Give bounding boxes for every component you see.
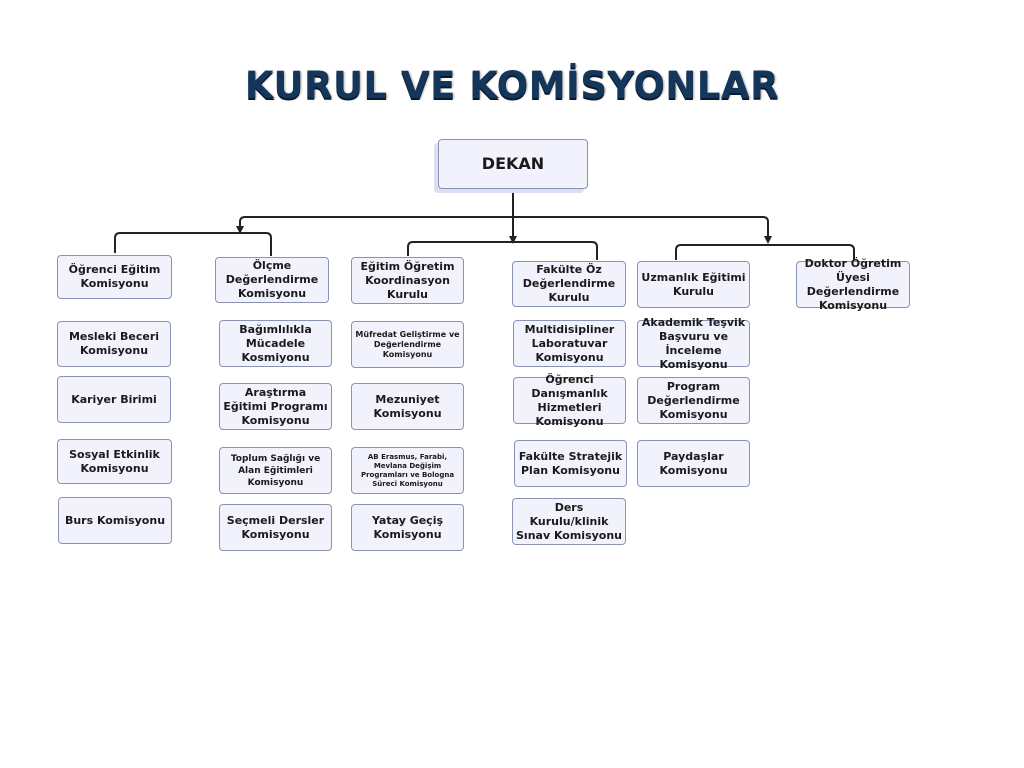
col1-item-3: Sosyal Etkinlik Komisyonu — [57, 439, 172, 484]
col5-item-1: Akademik Teşvik Başvuru ve İnceleme Komi… — [637, 316, 750, 371]
col6-head-box: Doktor Öğretim Üyesi Değerlendirme Komis… — [796, 257, 910, 312]
col2-item-1: Bağımlılıkla Mücadele Kosmiyonu — [219, 320, 332, 367]
dekan-box: DEKAN — [438, 139, 588, 189]
col3-item-4: Yatay Geçiş Komisyonu — [351, 504, 464, 551]
col2-item-3: Toplum Sağlığı ve Alan Eğitimleri Komisy… — [219, 447, 332, 494]
col4-item-3: Fakülte Stratejik Plan Komisyonu — [514, 440, 627, 487]
page-title: KURUL VE KOMİSYONLAR — [244, 64, 780, 107]
col4-item-2: Öğrenci Danışmanlık Hizmetleri Komisyonu — [513, 373, 626, 428]
col1-item-1: Mesleki Beceri Komisyonu — [57, 321, 171, 367]
col2-item-2: Araştırma Eğitimi Programı Komisyonu — [219, 383, 332, 430]
col5-item-2: Program Değerlendirme Komisyonu — [637, 377, 750, 424]
connector-main-bar — [239, 216, 769, 240]
col4-item-1: Multidisipliner Laboratuvar Komisyonu — [513, 320, 626, 367]
col5-head-box: Uzmanlık Eğitimi Kurulu — [637, 261, 750, 308]
col4-item-4: Ders Kurulu/klinik Sınav Komisyonu — [512, 498, 626, 545]
col3-item-2: Mezuniyet Komisyonu — [351, 383, 464, 430]
connector-left-branch — [114, 232, 272, 256]
col2-head-box: Ölçme Değerlendirme Komisyonu — [215, 257, 329, 303]
connector-middle-branch — [407, 241, 598, 260]
col5-item-3: Paydaşlar Komisyonu — [637, 440, 750, 487]
col3-item-3: AB Erasmus, Farabi, Mevlana Değişim Prog… — [351, 447, 464, 494]
col3-item-1: Müfredat Geliştirme ve Değerlendirme Kom… — [351, 321, 464, 368]
col1-item-2: Kariyer Birimi — [57, 376, 171, 423]
col4-head-box: Fakülte Öz Değerlendirme Kurulu — [512, 261, 626, 307]
col2-item-4: Seçmeli Dersler Komisyonu — [219, 504, 332, 551]
col1-head-box: Öğrenci Eğitim Komisyonu — [57, 255, 172, 299]
col1-item-4: Burs Komisyonu — [58, 497, 172, 544]
connector-right-branch — [675, 244, 855, 260]
col3-head-box: Eğitim Öğretim Koordinasyon Kurulu — [351, 257, 464, 304]
